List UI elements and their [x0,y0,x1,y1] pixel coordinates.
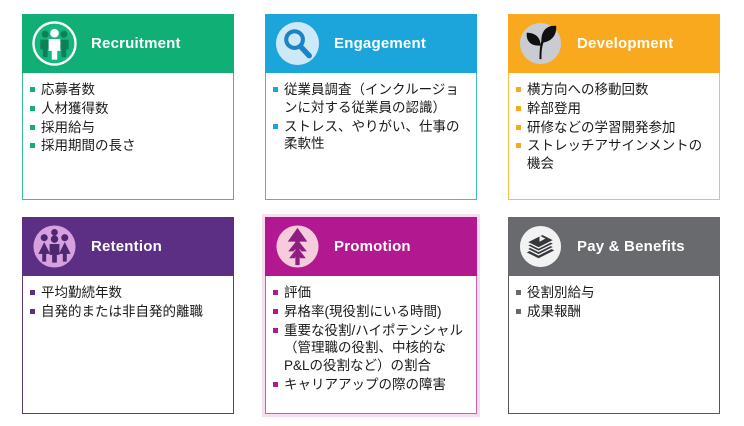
list-item: 横方向への移動回数 [516,81,712,99]
card-promotion-header: Promotion [265,217,477,276]
list-item: 応募者数 [30,81,226,99]
list-item: 自発的または非自発的離職 [30,303,226,321]
up-arrow-icon [276,225,319,268]
list-item: 採用期間の長さ [30,137,226,155]
list-item: 重要な役割/ハイポテンシャル（管理職の役割、中核的なP&Lの役割など）の割合 [273,322,469,375]
card-retention: Retention 平均勤続年数 自発的または非自発的離職 [22,217,234,414]
card-retention-header: Retention [22,217,234,276]
list-item: 評価 [273,284,469,302]
card-recruitment-title: Recruitment [91,35,181,52]
card-retention-title: Retention [91,238,162,255]
card-pay-benefits-title: Pay & Benefits [577,238,685,255]
card-development-header: Development [508,14,720,73]
people-icon [32,21,77,66]
list-item: 研修などの学習開発参加 [516,119,712,137]
list-item: 平均勤続年数 [30,284,226,302]
card-pay-benefits: Pay & Benefits 役割別給与 成果報酬 [508,217,720,414]
people-group-icon [33,225,76,268]
card-promotion-title: Promotion [334,238,411,255]
card-development: Development 横方向への移動回数 幹部登用 研修などの学習開発参加 ス… [508,14,720,200]
card-recruitment-body: 応募者数 人材獲得数 採用給与 採用期間の長さ [22,73,234,200]
metrics-card-grid: Recruitment 応募者数 人材獲得数 採用給与 採用期間の長さ Eng [22,14,720,414]
card-pay-benefits-list: 役割別給与 成果報酬 [516,284,712,321]
card-engagement-title: Engagement [334,35,427,52]
card-recruitment-header: Recruitment [22,14,234,73]
list-item: キャリアアップの際の障害 [273,376,469,394]
card-engagement: Engagement 従業員調査（インクルージョンに対する従業員の認識） ストレ… [265,14,477,200]
card-retention-body: 平均勤続年数 自発的または非自発的離職 [22,276,234,414]
list-item: ストレッチアサインメントの機会 [516,137,712,173]
list-item: 人材獲得数 [30,100,226,118]
magnifier-icon [275,21,320,66]
card-engagement-header: Engagement [265,14,477,73]
card-promotion: Promotion 評価 昇格率(現役割にいる時間) 重要な役割/ハイポテンシャ… [265,217,477,414]
card-engagement-body: 従業員調査（インクルージョンに対する従業員の認識） ストレス、やりがい、仕事の柔… [265,73,477,200]
card-development-body: 横方向への移動回数 幹部登用 研修などの学習開発参加 ストレッチアサインメントの… [508,73,720,200]
seedling-icon [519,22,562,65]
money-icon [519,225,562,268]
card-recruitment: Recruitment 応募者数 人材獲得数 採用給与 採用期間の長さ [22,14,234,200]
card-retention-list: 平均勤続年数 自発的または非自発的離職 [30,284,226,321]
card-pay-benefits-body: 役割別給与 成果報酬 [508,276,720,414]
card-development-list: 横方向への移動回数 幹部登用 研修などの学習開発参加 ストレッチアサインメントの… [516,81,712,173]
list-item: ストレス、やりがい、仕事の柔軟性 [273,118,469,154]
list-item: 採用給与 [30,119,226,137]
list-item: 幹部登用 [516,100,712,118]
card-development-title: Development [577,35,674,52]
list-item: 従業員調査（インクルージョンに対する従業員の認識） [273,81,469,117]
list-item: 成果報酬 [516,303,712,321]
card-recruitment-list: 応募者数 人材獲得数 採用給与 採用期間の長さ [30,81,226,155]
card-promotion-list: 評価 昇格率(現役割にいる時間) 重要な役割/ハイポテンシャル（管理職の役割、中… [273,284,469,394]
card-engagement-list: 従業員調査（インクルージョンに対する従業員の認識） ストレス、やりがい、仕事の柔… [273,81,469,153]
list-item: 昇格率(現役割にいる時間) [273,303,469,321]
card-promotion-body: 評価 昇格率(現役割にいる時間) 重要な役割/ハイポテンシャル（管理職の役割、中… [265,276,477,414]
list-item: 役割別給与 [516,284,712,302]
card-pay-benefits-header: Pay & Benefits [508,217,720,276]
